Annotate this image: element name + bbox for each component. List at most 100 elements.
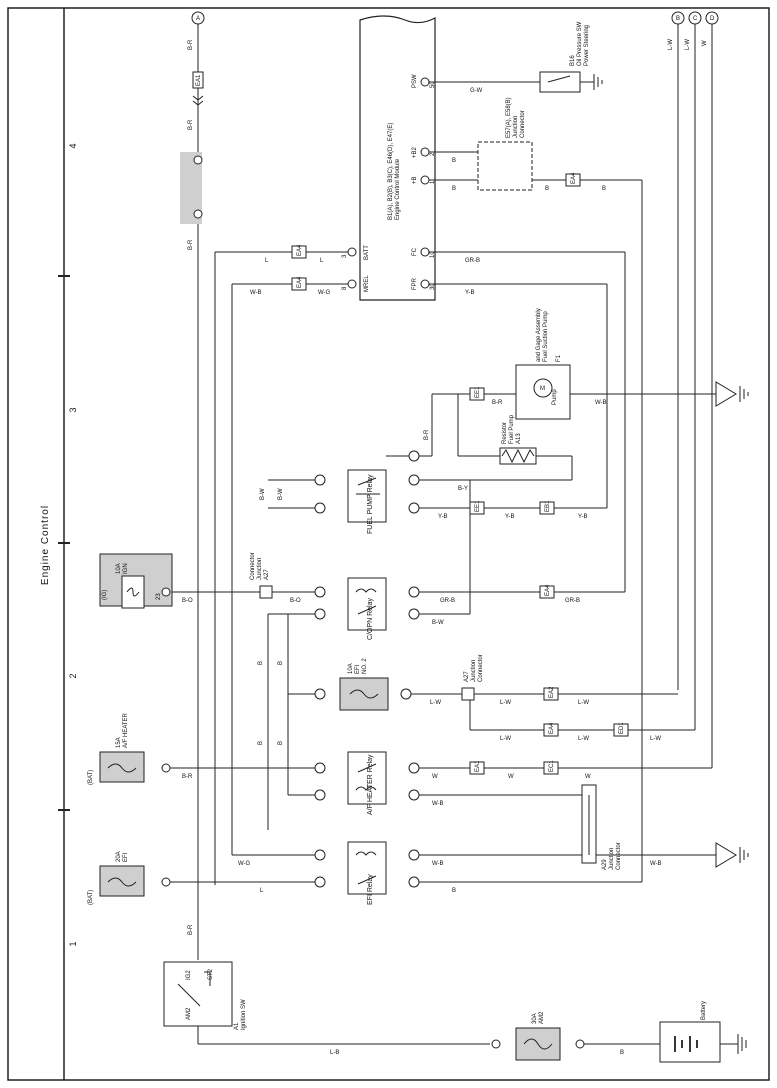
connector-label-ea1-w: EA1: [475, 760, 481, 772]
ignsw-desc: Ignition SW: [241, 999, 247, 1030]
svg-text:2: 2: [430, 152, 436, 156]
connector-ea2-lw: [543, 687, 559, 701]
wire-label-grb-1: GR-B: [440, 598, 455, 604]
offpage-connector-d[interactable]: D: [705, 11, 719, 25]
wire-label-wg-mrel: W-G: [318, 290, 331, 296]
svg-text:50: 50: [430, 81, 436, 88]
ignsw-name: A1: [234, 1022, 240, 1030]
jconn-top-desc1: Junction: [513, 116, 519, 138]
wire-label-b-copn-4: B: [278, 741, 284, 745]
connector-chevron: [192, 95, 204, 106]
wire-label-yb-2: Y-B: [505, 514, 514, 520]
wire-label-w-3: W: [585, 774, 591, 780]
fuse-af-pin: [161, 763, 171, 773]
fuse-ign-pin-no: 23: [156, 593, 162, 600]
wire-label-gw: G-W: [470, 88, 483, 94]
wire-label-b-b2: B: [452, 158, 456, 164]
wire-label-br-fp: B-R: [424, 429, 430, 440]
fuse-efi-icon: [107, 877, 137, 887]
fuse-af-source: (BAT): [88, 770, 94, 785]
svg-text:PSW: PSW: [412, 74, 418, 88]
a29-desc2: Connector: [616, 842, 622, 870]
svg-text:A: A: [196, 16, 200, 22]
connector-label-ee1-yb: EE1: [475, 500, 481, 512]
wire-label-b-copn-3: B: [258, 741, 264, 745]
wire-label-lw-1: L-W: [430, 700, 441, 706]
a27-top-name: A27: [264, 569, 270, 580]
wire-label-br-mid: B-R: [188, 119, 194, 130]
ecm-pin-mrel: MREL 8: [342, 275, 370, 292]
connector-ea1-trunk: [192, 71, 204, 89]
offpage-connector-b[interactable]: B: [671, 11, 685, 25]
fuse-am2-pin-l: [491, 1039, 501, 1049]
fuse-am2-amp: 30A: [532, 1013, 538, 1024]
wire-label-yb-3: Y-B: [578, 514, 587, 520]
ignition-switch-contact: [177, 971, 211, 1007]
a29-name: A29: [602, 859, 608, 870]
wire-label-grb-2: GR-B: [565, 598, 580, 604]
connector-label-ec1-w: EC1: [549, 760, 555, 772]
jconn-top-desc2: Connector: [520, 110, 526, 138]
connector-ea4-jconn: [565, 173, 581, 187]
connector-ea1-label: EA1: [196, 74, 202, 86]
wire-label-b-jconn2: B: [602, 186, 606, 192]
fuse-ign-pin: [161, 587, 171, 597]
wire-label-wb-pump: W-B: [595, 400, 607, 406]
wire-label-b-efi: B: [452, 888, 456, 894]
circuit-opening-relay: C/OPN Relay: [314, 577, 420, 640]
oil-switch-ground-icon: [593, 74, 603, 90]
offpage-connector-c[interactable]: C: [688, 11, 702, 25]
ecm-pin-b2: +B2 2: [412, 146, 436, 158]
svg-text:FPR: FPR: [412, 277, 418, 290]
wire-label-b-am2: B: [620, 1050, 624, 1056]
svg-text:C/OPN Relay: C/OPN Relay: [367, 597, 374, 640]
a29-desc1: Junction: [609, 848, 615, 870]
a27-mid-desc1: Junction: [471, 660, 477, 682]
fuse-efi-source: (BAT): [88, 890, 94, 905]
oil-pressure-switch: [539, 71, 581, 93]
wire-label-br-top: B-R: [188, 39, 194, 50]
fuse-ign-source: (IG): [102, 590, 108, 600]
fuse-efi2-pin-r: [400, 688, 412, 700]
wire-label-by: B-Y: [458, 486, 468, 492]
fuse-efi2-amp: 10A: [348, 663, 354, 674]
a27-mid-desc2: Connector: [478, 654, 484, 682]
resistor-name: A13: [516, 433, 522, 444]
page-title: Engine Control: [40, 505, 51, 585]
wire-label-b-copn-1: B: [258, 661, 264, 665]
offpage-connector-a[interactable]: A: [191, 11, 205, 25]
svg-text:FC: FC: [412, 247, 418, 256]
wire-label-wb-a29: W-B: [650, 861, 662, 867]
fuse-af-heater[interactable]: [99, 751, 145, 783]
connector-label-ea4-mrel: EA4: [297, 276, 303, 288]
fuse-ign-icon: [126, 587, 140, 597]
wire-label-lb: L-B: [330, 1050, 339, 1056]
ignition-switch[interactable]: [163, 961, 233, 1027]
fuse-efi[interactable]: [99, 865, 145, 897]
svg-text:BATT: BATT: [364, 245, 370, 260]
a27-top-desc1: Junction: [257, 558, 263, 580]
wire-label-wb-af: W-B: [432, 801, 444, 807]
ecm-pin-psw: PSW 50: [412, 74, 436, 88]
svg-text:D: D: [710, 16, 715, 22]
connector-ed1-lw: [613, 723, 629, 737]
fuse-efi-pin: [161, 877, 171, 887]
wire-label-lw-b: L-W: [668, 39, 674, 50]
splice-pin-bottom: [193, 209, 203, 219]
resistor-desc1: Fuel Pump: [509, 414, 515, 444]
svg-text:MREL: MREL: [364, 275, 370, 292]
fuse-am2-pin-r: [575, 1039, 585, 1049]
fuse-af-amp: 15A: [116, 737, 122, 748]
connector-eb1-yb: [539, 501, 555, 515]
connector-label-ea4-jconn: EA4: [571, 172, 577, 184]
ecm-box: [359, 15, 436, 301]
svg-text:1: 1: [430, 180, 436, 184]
zone-label-4: 4: [68, 143, 78, 148]
connector-ea4-batt: [291, 245, 307, 259]
ignsw-ig2: IG2: [186, 970, 192, 980]
wire-label-w-1: W: [432, 774, 438, 780]
svg-text:30: 30: [430, 283, 436, 290]
oil-switch-desc1: Oil Pressure SW: [577, 21, 583, 66]
ecm-subtitle: Engine Control Module: [395, 158, 401, 220]
connector-ea1-w: [469, 761, 485, 775]
